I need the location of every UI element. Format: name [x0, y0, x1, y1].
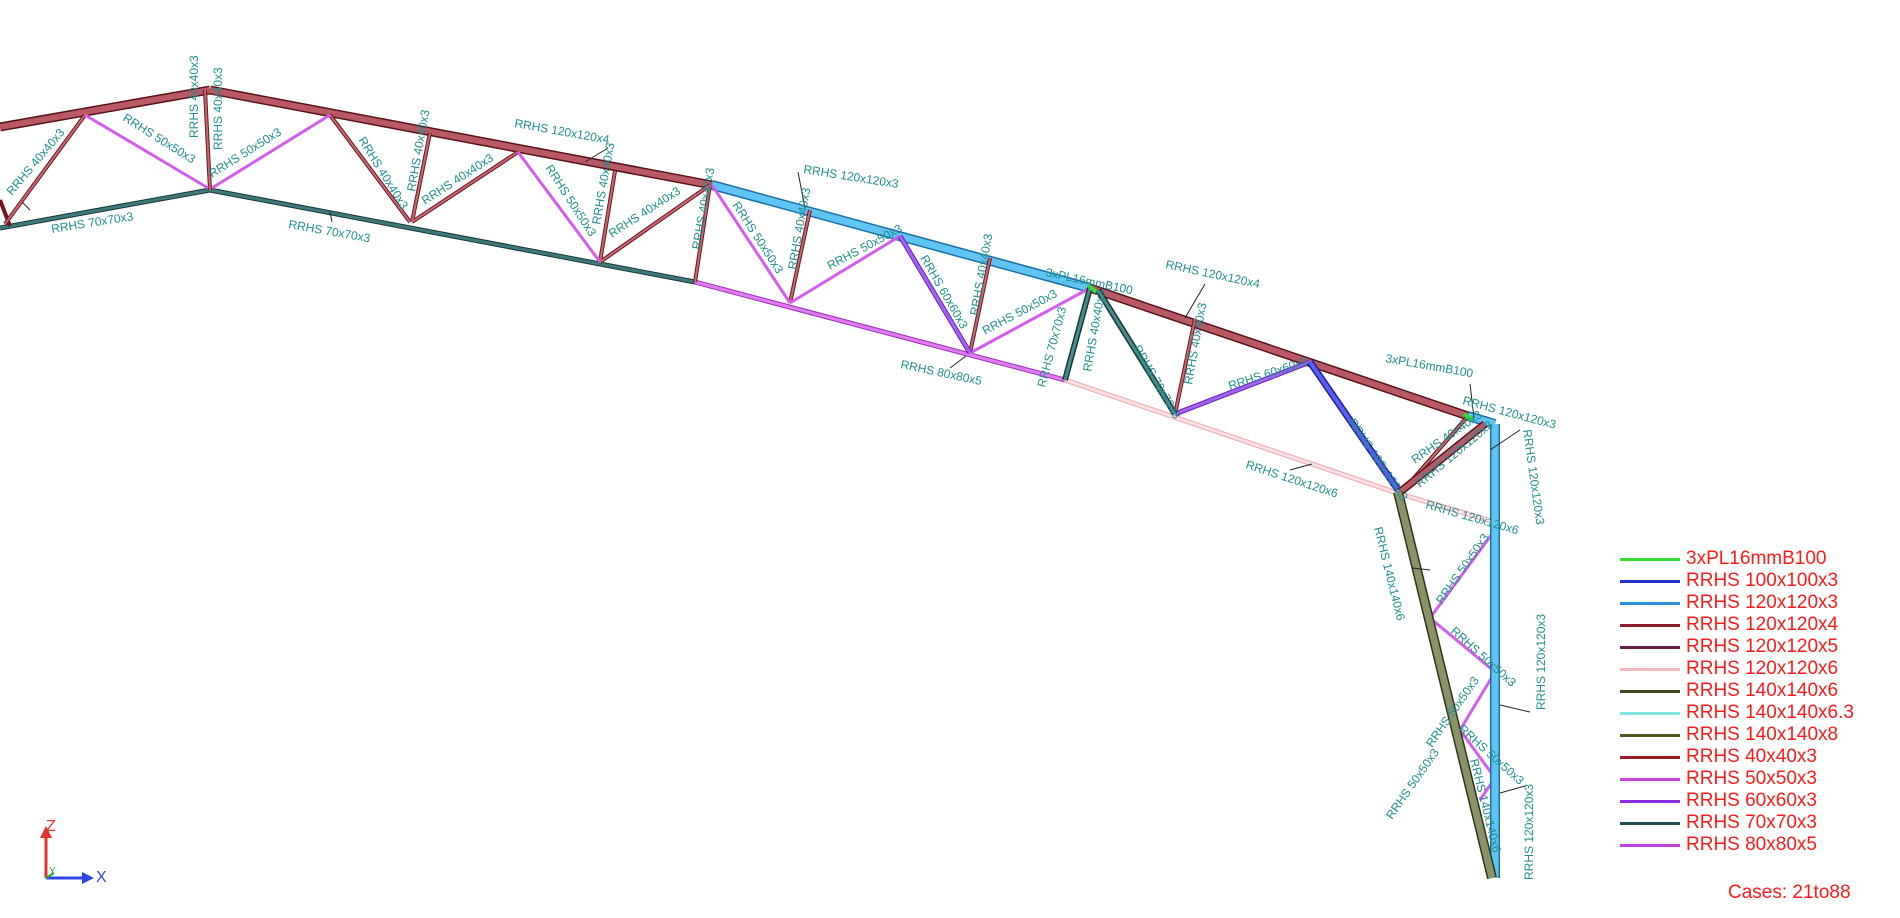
label-bot-120x6-b: RRHS 120x120x6: [1424, 497, 1521, 537]
legend-item: RRHS 120x120x6: [1620, 658, 1890, 680]
label-w-40-10: RRHS 40x40x3: [785, 186, 813, 270]
bottom-chord[interactable]: [0, 187, 1496, 525]
label-top-120x4-a: RRHS 120x120x4: [513, 116, 610, 147]
legend-swatch: [1620, 800, 1680, 803]
label-col-120x3-a: RRHS 120x120x3: [1520, 428, 1547, 525]
axis-z-label: Z: [46, 820, 56, 835]
legend-label: RRHS 120x120x5: [1686, 636, 1839, 657]
label-bot-80x5: RRHS 80x80x5: [899, 357, 983, 388]
legend-swatch: [1620, 624, 1680, 627]
label-w-50-4: RRHS 50x50x3: [729, 199, 786, 276]
web-members[interactable]: [0, 89, 1497, 801]
label-w-40-4: RRHS 40x40x3: [355, 134, 411, 212]
legend-item: RRHS 120x120x5: [1620, 636, 1890, 658]
label-col-120x3-c: RRHS 120x120x3: [1522, 784, 1536, 880]
legend-label: RRHS 140x140x6: [1686, 680, 1839, 701]
label-w-50-3: RRHS 50x50x3: [542, 162, 599, 239]
legend-swatch: [1620, 580, 1680, 583]
legend-item: RRHS 100x100x3: [1620, 570, 1890, 592]
label-w-50-8: RRHS 50x50x3: [1448, 624, 1519, 690]
legend-label: RRHS 60x60x3: [1686, 790, 1817, 811]
legend-item: RRHS 80x80x5: [1620, 834, 1890, 856]
legend-label: RRHS 50x50x3: [1686, 768, 1817, 789]
legend-swatch: [1620, 844, 1680, 847]
label-w-60-1: RRHS 60x60x3: [917, 253, 971, 332]
label-w-40-2: RRHS 40x40x3: [187, 55, 201, 138]
label-pl-b: 3xPL16mmB100: [1384, 351, 1474, 380]
label-w-40-1: RRHS 40x40x3: [4, 125, 68, 198]
axis-y-label: Y: [49, 866, 56, 877]
label-col-140x6: RRHS 140x140x6: [1371, 525, 1408, 622]
legend-item: RRHS 40x40x3: [1620, 746, 1890, 768]
legend-swatch: [1620, 822, 1680, 825]
legend-label: RRHS 140x140x8: [1686, 724, 1839, 745]
legend-swatch: [1620, 734, 1680, 737]
legend-item: RRHS 120x120x4: [1620, 614, 1890, 636]
legend-label: RRHS 120x120x3: [1686, 592, 1839, 613]
legend-swatch: [1620, 646, 1680, 649]
label-w-40-3: RRHS 40x40x3: [211, 67, 225, 150]
legend-item: RRHS 140x140x8: [1620, 724, 1890, 746]
label-w-40-6: RRHS 40x40x3: [419, 151, 496, 208]
label-col-120x3-b: RRHS 120x120x3: [1534, 614, 1548, 710]
legend-item: RRHS 140x140x6.3: [1620, 702, 1890, 724]
legend-label: 3xPL16mmB100: [1686, 548, 1827, 569]
axis-x-label: X: [96, 869, 107, 886]
legend-swatch: [1620, 668, 1680, 671]
label-w-50-7: RRHS 50x50x3: [1433, 531, 1492, 607]
label-top-120x3-a: RRHS 120x120x3: [803, 162, 900, 191]
leader-lines: [21, 147, 1531, 794]
label-w-50-11: RRHS 50x50x3: [1383, 746, 1442, 822]
label-w-60-2: RRHS 60x60x3: [1227, 354, 1310, 393]
label-top-120x4-b: RRHS 120x120x4: [1164, 257, 1261, 291]
legend-item: RRHS 140x140x6: [1620, 680, 1890, 702]
label-bot-120x6-a: RRHS 120x120x6: [1244, 458, 1340, 501]
label-w-40-12: RRHS 40x40x3: [1181, 301, 1209, 385]
legend-label: RRHS 100x100x3: [1686, 570, 1839, 591]
legend-item: RRHS 50x50x3: [1620, 768, 1890, 790]
column-inner[interactable]: [1393, 490, 1497, 880]
legend-label: RRHS 40x40x3: [1686, 746, 1817, 767]
legend-item: RRHS 120x120x3: [1620, 592, 1890, 614]
legend-label: RRHS 120x120x4: [1686, 614, 1839, 635]
label-w-100: RRHS 100x100x3: [1346, 416, 1412, 504]
axis-triad: Z X Y: [36, 818, 116, 890]
legend-label: RRHS 80x80x5: [1686, 834, 1817, 855]
legend-item: 3xPL16mmB100: [1620, 548, 1890, 570]
legend-swatch: [1620, 712, 1680, 715]
load-cases-text: Cases: 21to88: [1728, 882, 1851, 903]
legend-swatch: [1620, 602, 1680, 605]
legend-swatch: [1620, 558, 1680, 561]
legend-swatch: [1620, 690, 1680, 693]
legend-item: RRHS 70x70x3: [1620, 812, 1890, 834]
legend-swatch: [1620, 778, 1680, 781]
label-w-40-11: RRHS 40x40x3: [967, 232, 995, 316]
legend-label: RRHS 140x140x6.3: [1686, 702, 1854, 723]
legend-item: RRHS 60x60x3: [1620, 790, 1890, 812]
label-bot-70x3-b: RRHS 70x70x3: [287, 217, 371, 245]
legend-swatch: [1620, 756, 1680, 759]
legend-label: RRHS 70x70x3: [1686, 812, 1817, 833]
legend-label: RRHS 120x120x6: [1686, 658, 1839, 679]
